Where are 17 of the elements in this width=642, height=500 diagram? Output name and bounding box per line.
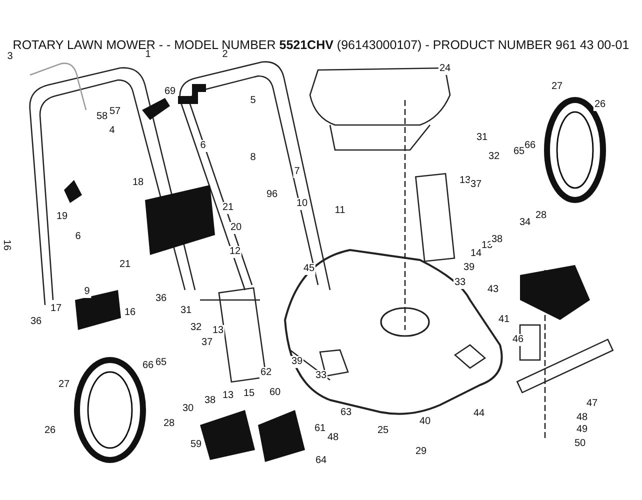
callout-number: 20: [229, 222, 243, 234]
callout-number: 62: [259, 367, 273, 379]
callout-number: 7: [293, 166, 301, 178]
callout-number: 9: [83, 286, 91, 298]
callout-number: 24: [438, 63, 452, 75]
callout-number: 21: [221, 202, 235, 214]
callout-number: 46: [511, 334, 525, 346]
callout-number: 45: [302, 263, 316, 275]
callout-number: 12: [228, 246, 242, 258]
callout-number: 13: [211, 325, 225, 337]
callout-number: 6: [199, 140, 207, 152]
callout-number: 33: [453, 277, 467, 289]
callout-number: 39: [290, 356, 304, 368]
callout-number: 10: [295, 198, 309, 210]
callout-number: 38: [490, 234, 504, 246]
callout-number: 26: [593, 99, 607, 111]
callout-number: 33: [314, 370, 328, 382]
